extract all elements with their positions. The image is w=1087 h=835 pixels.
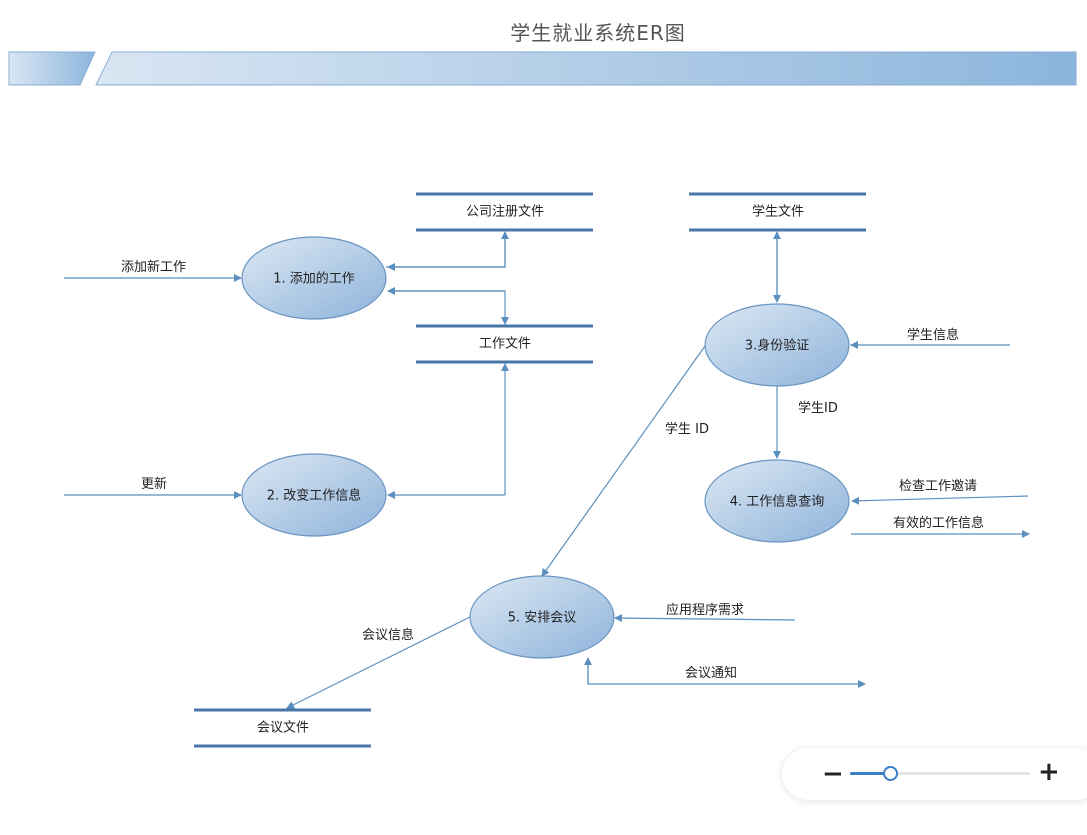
store-student[interactable]: 学生文件: [689, 192, 866, 232]
flow-check-invite: [851, 495, 1029, 505]
store-meeting[interactable]: 会议文件: [194, 708, 371, 748]
label-student-info: 学生信息: [907, 327, 959, 343]
zoom-out-button[interactable]: −: [822, 759, 844, 789]
zoom-slider-track[interactable]: [850, 766, 1030, 781]
flow-p1-company: [386, 231, 509, 268]
flow-p1-job: [388, 290, 509, 325]
store-meeting-label: 会议文件: [257, 721, 309, 736]
process-5-label: 5. 安排会议: [508, 611, 577, 626]
zoom-in-button[interactable]: +: [1038, 757, 1060, 787]
store-job-label: 工作文件: [479, 337, 531, 352]
label-student-id: 学生ID: [798, 400, 838, 416]
process-1-label: 1. 添加的工作: [273, 271, 355, 287]
flow-meeting-info: [286, 616, 471, 709]
flow-p3-p5: [541, 345, 706, 577]
process-4[interactable]: 4. 工作信息查询: [704, 459, 850, 543]
process-3[interactable]: 3.身份验证: [704, 303, 850, 387]
label-valid-job: 有效的工作信息: [893, 515, 984, 531]
process-4-label: 4. 工作信息查询: [730, 494, 825, 510]
store-student-label: 学生文件: [752, 204, 804, 220]
label-app-request: 应用程序需求: [666, 602, 744, 618]
store-job[interactable]: 工作文件: [416, 324, 593, 364]
label-update: 更新: [141, 476, 167, 492]
process-2-label: 2. 改变工作信息: [267, 488, 362, 504]
page-title: 学生就业系统ER图: [510, 21, 686, 45]
process-3-label: 3.身份验证: [745, 338, 809, 354]
banner-right: [95, 51, 1077, 86]
process-1[interactable]: 1. 添加的工作: [241, 236, 387, 320]
store-company-label: 公司注册文件: [466, 205, 544, 220]
zoom-control: − +: [782, 748, 1087, 800]
zoom-slider-fill: [850, 772, 890, 775]
label-add-job: 添加新工作: [121, 259, 186, 275]
process-2[interactable]: 2. 改变工作信息: [241, 453, 387, 537]
zoom-slider-thumb[interactable]: [882, 766, 898, 781]
label-meeting-notice: 会议通知: [685, 665, 737, 681]
banner-left: [8, 51, 96, 86]
flow-company-p1: [387, 233, 506, 271]
store-company[interactable]: 公司注册文件: [416, 192, 593, 232]
flow-app-request: [614, 614, 796, 623]
label-check-invite: 检查工作邀请: [899, 479, 977, 494]
label-student-id-2: 学生 ID: [665, 421, 709, 437]
label-meeting-info: 会议信息: [362, 627, 414, 643]
process-5[interactable]: 5. 安排会议: [469, 575, 615, 659]
flows: [64, 231, 1030, 709]
